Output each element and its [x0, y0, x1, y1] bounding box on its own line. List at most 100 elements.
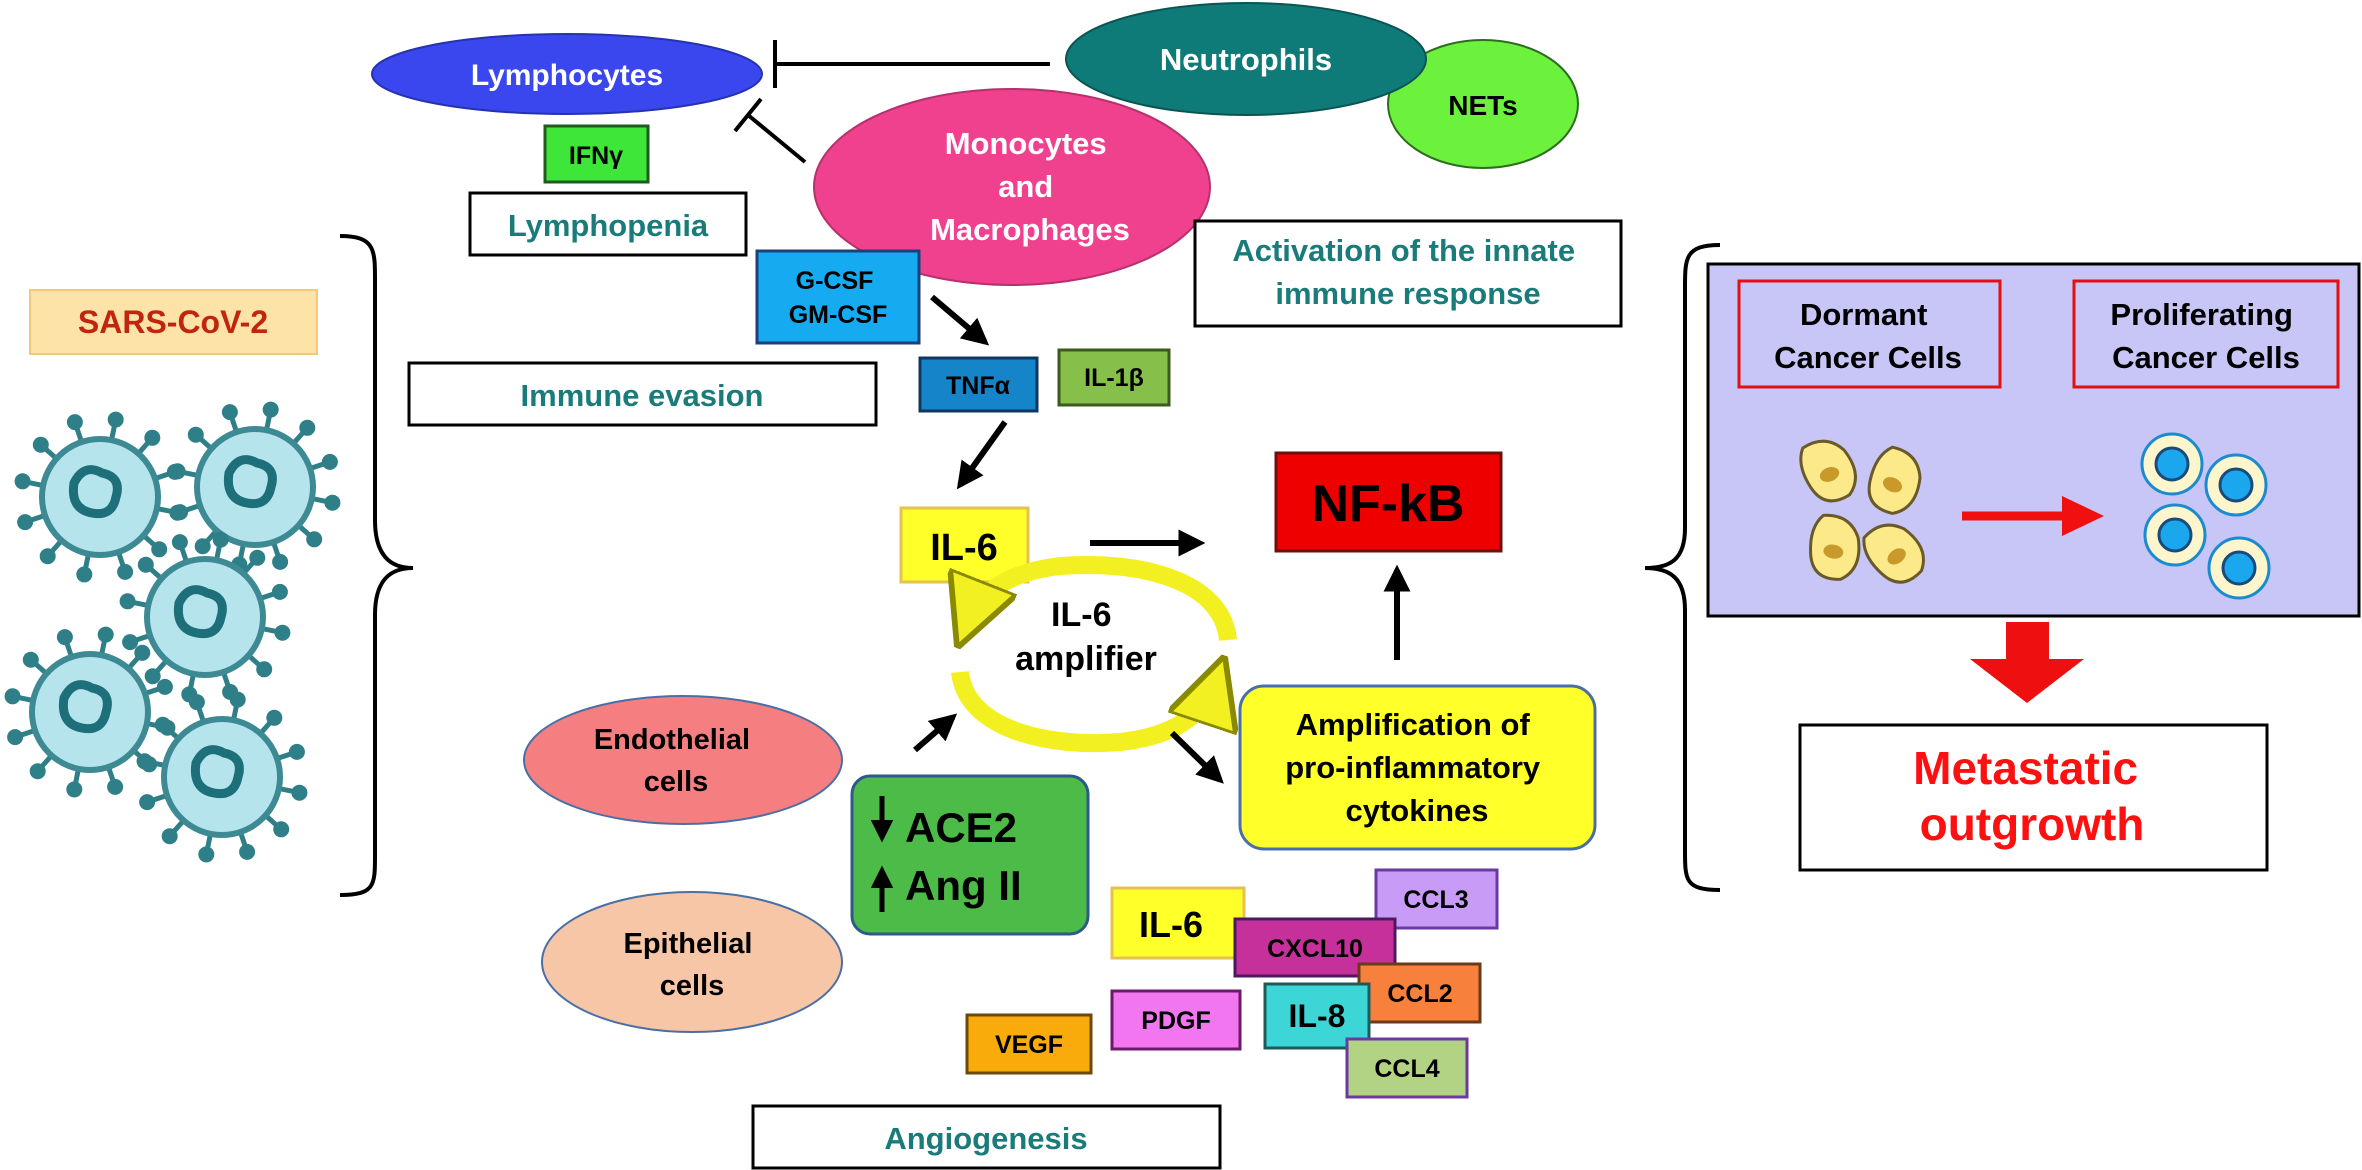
proliferating-label-line2: Cancer Cells [2112, 340, 2300, 375]
monocytes-label-line2: and [998, 169, 1053, 204]
virus-particle [119, 531, 291, 703]
svg-text:Metastatic outgrowth: Metastatic outgrowth [1913, 742, 2151, 850]
ace2-angii-box: ACE2 Ang II [850, 774, 1090, 936]
dormant-label-line1: Dormant [1800, 297, 1927, 332]
dormant-label-line2: Cancer Cells [1774, 340, 1962, 375]
lymphopenia-label: Lymphopenia [508, 208, 709, 243]
innate-label-line2: immune response [1275, 276, 1540, 311]
nets-label: NETs [1448, 90, 1518, 121]
virus-particle [169, 401, 341, 573]
amplifier-label-line2: amplifier [1015, 640, 1157, 678]
amplifier-arc-bottom [951, 672, 1218, 753]
gmcsf-label: GM-CSF [789, 301, 888, 329]
metastatic-outgrowth-box: Metastatic outgrowth [1798, 723, 2269, 872]
innate-label-line1: Activation of the innate [1232, 233, 1575, 268]
arrow-amplifier-amplification [1169, 730, 1224, 784]
endothelial-cell: Endothelial cells [523, 695, 843, 825]
angii-label: Ang II [905, 862, 1022, 909]
il1b-label: IL-1β [1084, 364, 1144, 392]
epithelial-label-line1: Epithelial [624, 928, 753, 960]
monocytes-label-line3: Macrophages [930, 212, 1130, 247]
arrow-monocytes-tnfa [930, 294, 990, 346]
neutrophils-cell: Neutrophils [1065, 2, 1427, 116]
inhibition-monocytes-lymphocytes [733, 97, 807, 164]
svg-text:Amplification of pro-inf: Amplification of pro-inflammatory cytoki… [1285, 707, 1549, 828]
epithelial-label-line2: cells [660, 970, 725, 1002]
ccl2-box: CCL2 [1357, 962, 1482, 1024]
epithelial-cell: Epithelial cells [541, 891, 843, 1033]
innate-response-box: Activation of the innate immune response [1193, 219, 1623, 328]
virus-label: SARS-CoV-2 [78, 304, 268, 340]
angiogenesis-label: Angiogenesis [884, 1121, 1087, 1156]
virus-particles [4, 401, 341, 863]
proliferating-label-line1: Proliferating [2110, 297, 2293, 332]
dormant-cell-icon [1867, 445, 1922, 515]
lymphopenia-box: Lymphopenia [468, 191, 748, 257]
il6-bottom-box: IL-6 [1110, 886, 1246, 960]
proliferating-cell-icon [2204, 453, 2268, 517]
amplification-box: Amplification of pro-inflammatory cytoki… [1238, 684, 1597, 851]
svg-text:G-CSF GM-CSF: G-CSF GM-CSF [789, 267, 888, 329]
ifng-label: IFNγ [569, 142, 623, 170]
pdgf-label: PDGF [1141, 1007, 1210, 1035]
red-transition-arrow [1962, 496, 2104, 536]
ace2-label: ACE2 [905, 804, 1017, 851]
tnfa-label: TNFα [946, 372, 1011, 400]
svg-text:IL-6 amplifier: IL-6 amplifier [1015, 596, 1157, 678]
arrow-tnfa-il6 [956, 420, 1008, 490]
dormant-cell-icons [1799, 439, 1925, 584]
endothelial-label-line2: cells [644, 766, 709, 798]
proliferating-cell-icon [2140, 432, 2204, 496]
svg-text:Dormant Cancer Cells: Dormant Cancer Cells [1774, 297, 1962, 375]
proliferating-cell-icon [2143, 503, 2207, 567]
cxcl10-box: CXCL10 [1233, 917, 1397, 978]
amplifier-arc-top [965, 556, 1237, 640]
lymphocytes-cell: Lymphocytes [371, 33, 763, 115]
metastatic-label-line1: Metastatic [1913, 742, 2138, 794]
metastatic-label-line2: outgrowth [1920, 798, 2145, 850]
cxcl10-label: CXCL10 [1267, 935, 1363, 963]
pathway-arrows [913, 294, 1411, 784]
dormant-cell-icon [1862, 523, 1925, 584]
left-brace [339, 234, 414, 897]
monocytes-label-line1: Monocytes [945, 126, 1107, 161]
ifng-box: IFNγ [543, 124, 650, 184]
cancer-panel: Dormant Cancer Cells Proliferating Cance… [1706, 262, 2361, 618]
ccl3-box: CCL3 [1374, 868, 1499, 930]
ccl2-label: CCL2 [1387, 980, 1452, 1008]
il8-box: IL-8 [1263, 982, 1371, 1050]
big-red-down-arrow [1970, 622, 2084, 703]
svg-text:Epithelial cells: Epithelial cells [624, 928, 761, 1002]
il6-top-label: IL-6 [930, 527, 998, 569]
ccl3-label: CCL3 [1403, 886, 1468, 914]
il6-bottom-label: IL-6 [1139, 904, 1203, 945]
amplification-label-line1: Amplification of [1296, 707, 1531, 742]
gcsf-gmcsf-box: G-CSF GM-CSF [755, 249, 921, 345]
virus-particle [136, 691, 308, 863]
vegf-box: VEGF [965, 1013, 1093, 1075]
nfkb-box: NF-kB [1274, 451, 1503, 553]
virus-label-box: SARS-CoV-2 [29, 289, 318, 355]
amplification-label-line3: cytokines [1345, 793, 1488, 828]
right-brace [1644, 243, 1721, 892]
proliferating-cell-icon [2207, 536, 2271, 600]
amplification-label-line2: pro-inflammatory [1285, 750, 1541, 785]
svg-text:Proliferating Cancer C: Proliferating Cancer Cells [2110, 297, 2301, 375]
proliferating-cell-icons [2140, 432, 2271, 600]
monocytes-macrophages-cell: Monocytes and Macrophages [813, 88, 1211, 286]
svg-text:Monocytes and Macr: Monocytes and Macrophages [930, 126, 1130, 247]
ccl4-label: CCL4 [1374, 1055, 1439, 1083]
nets-cell: NETs [1387, 39, 1579, 169]
inhibition-neutrophils-lymphocytes [773, 40, 1050, 88]
svg-text:Endothelial cells: Endothelial cells [594, 724, 758, 798]
proliferating-cells-box: Proliferating Cancer Cells [2072, 279, 2340, 389]
neutrophils-label: Neutrophils [1160, 42, 1332, 77]
virus-particle [4, 626, 176, 798]
dormant-cell-icon [1809, 513, 1861, 581]
virus-particle [14, 411, 186, 583]
immune-evasion-box: Immune evasion [407, 361, 878, 427]
angiogenesis-box: Angiogenesis [751, 1104, 1222, 1170]
vegf-label: VEGF [995, 1031, 1063, 1059]
nfkb-label: NF-kB [1311, 475, 1464, 533]
